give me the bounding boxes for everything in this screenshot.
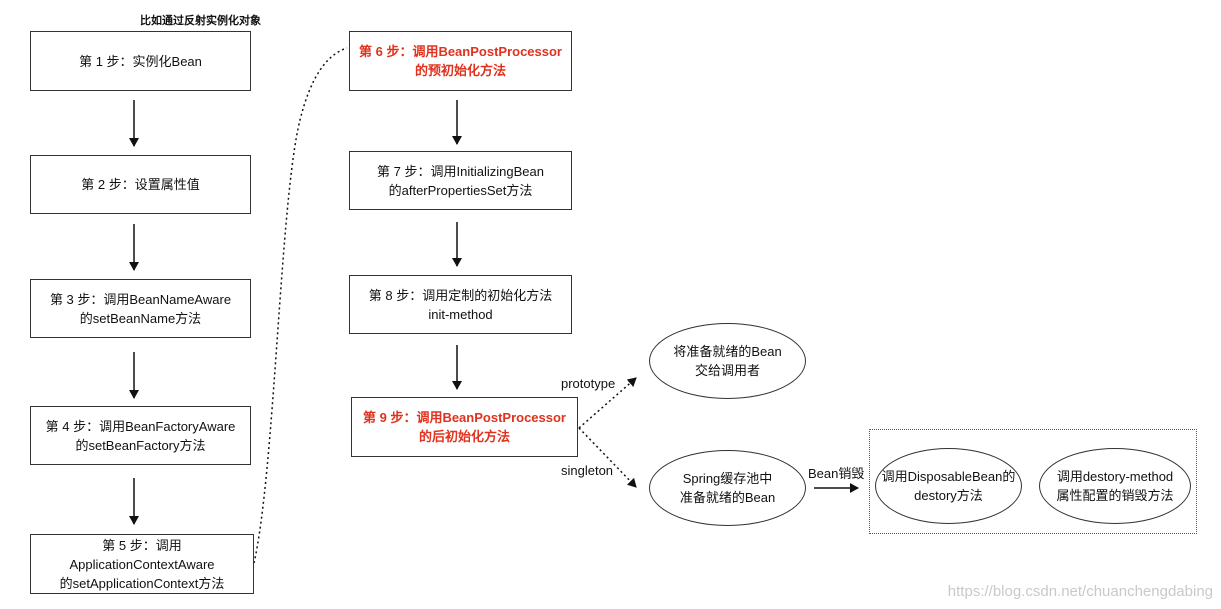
- step-9-line1: 第 9 步：调用BeanPostProcessor: [362, 410, 566, 425]
- step-5-line2: ApplicationContextAware: [69, 556, 215, 572]
- step-5-line3: 的setApplicationContext方法: [59, 575, 225, 591]
- singleton-target-ellipse[interactable]: Spring缓存池中 准备就绪的Bean: [649, 450, 806, 526]
- reflection-note: 比如通过反射实例化对象: [140, 15, 261, 27]
- disposable-line2: destory方法: [914, 488, 983, 503]
- step-4-line2: 的setBeanFactory方法: [75, 437, 206, 453]
- step-8-line2: init-method: [428, 306, 493, 322]
- step-8-line1: 第 8 步：调用定制的初始化方法: [368, 287, 553, 303]
- step-6-box[interactable]: 第 6 步：调用BeanPostProcessor 的预初始化方法: [349, 31, 572, 91]
- singleton-target-line2: 准备就绪的Bean: [679, 490, 776, 505]
- step-2-box[interactable]: 第 2 步：设置属性值: [30, 155, 251, 214]
- step-9-line2: 的后初始化方法: [418, 429, 510, 444]
- step-8-box[interactable]: 第 8 步：调用定制的初始化方法 init-method: [349, 275, 572, 334]
- step-7-box[interactable]: 第 7 步：调用InitializingBean 的afterPropertie…: [349, 151, 572, 210]
- disposable-bean-ellipse[interactable]: 调用DisposableBean的 destory方法: [875, 448, 1022, 524]
- step-7-line1: 第 7 步：调用InitializingBean: [377, 163, 544, 179]
- bean-destroy-label: Bean销毁: [808, 466, 865, 481]
- destroy-method-ellipse[interactable]: 调用destory-method 属性配置的销毁方法: [1039, 448, 1191, 524]
- prototype-label: prototype: [561, 376, 616, 391]
- step-3-box[interactable]: 第 3 步：调用BeanNameAware 的setBeanName方法: [30, 279, 251, 338]
- step-4-line1: 第 4 步：调用BeanFactoryAware: [45, 418, 236, 434]
- watermark: https://blog.csdn.net/chuanchengdabing: [947, 583, 1213, 600]
- step-4-box[interactable]: 第 4 步：调用BeanFactoryAware 的setBeanFactory…: [30, 406, 251, 465]
- step-6-line1: 第 6 步：调用BeanPostProcessor: [358, 44, 562, 59]
- disposable-line1: 调用DisposableBean的: [881, 469, 1016, 484]
- prototype-target-line2: 交给调用者: [694, 363, 760, 378]
- step-5-box[interactable]: 第 5 步：调用 ApplicationContextAware 的setApp…: [30, 534, 254, 594]
- prototype-target-ellipse[interactable]: 将准备就绪的Bean 交给调用者: [649, 323, 806, 399]
- step-1-line1: 第 1 步：实例化Bean: [79, 53, 202, 69]
- step-6-line2: 的预初始化方法: [414, 63, 506, 78]
- prototype-target-line1: 将准备就绪的Bean: [673, 344, 782, 359]
- step-3-line2: 的setBeanName方法: [79, 310, 202, 326]
- destroy-group: [869, 429, 1197, 534]
- destroy-method-line1: 调用destory-method: [1056, 469, 1174, 484]
- singleton-target-line1: Spring缓存池中: [682, 471, 773, 486]
- destroy-method-line2: 属性配置的销毁方法: [1056, 488, 1174, 503]
- step-3-line1: 第 3 步：调用BeanNameAware: [49, 291, 232, 307]
- singleton-label: singleton: [561, 463, 614, 478]
- step-2-line1: 第 2 步：设置属性值: [81, 177, 200, 192]
- step-5-line1: 第 5 步：调用: [102, 537, 182, 553]
- step-9-box[interactable]: 第 9 步：调用BeanPostProcessor 的后初始化方法: [351, 397, 578, 457]
- step-7-line2: 的afterPropertiesSet方法: [388, 182, 533, 198]
- step-1-box[interactable]: 第 1 步：实例化Bean: [30, 31, 251, 91]
- branch-singleton: [578, 427, 637, 488]
- dotted-connector-step5-step6: [253, 47, 348, 564]
